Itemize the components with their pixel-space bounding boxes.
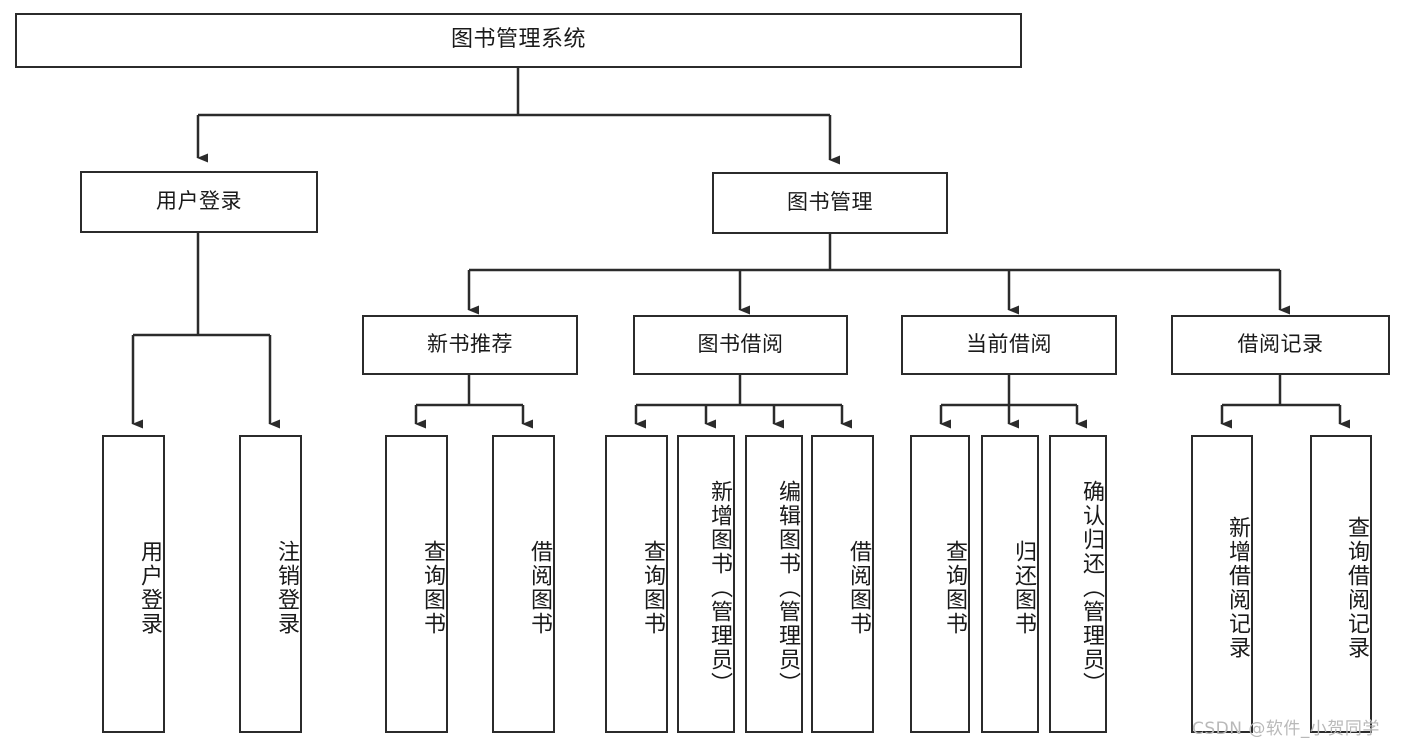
node-leaf-query-record[interactable]: 查询借阅记录 [1310,435,1372,733]
node-leaf-borrow-book-2-label: 借阅图书 [846,540,871,636]
node-leaf-edit-book[interactable]: 编辑图书（管理员） [745,435,803,733]
node-leaf-borrow-book-1[interactable]: 借阅图书 [492,435,555,733]
node-leaf-borrow-book-1-label: 借阅图书 [527,540,552,636]
node-book-manage[interactable]: 图书管理 [712,172,948,234]
node-current-borrow-label: 当前借阅 [966,332,1052,357]
node-new-book-rec[interactable]: 新书推荐 [362,315,578,375]
node-user-login[interactable]: 用户登录 [80,171,318,233]
node-root-label: 图书管理系统 [450,27,586,53]
node-book-borrow[interactable]: 图书借阅 [633,315,848,375]
node-leaf-user-login-label: 用户登录 [137,540,162,636]
node-leaf-query-book-1-label: 查询图书 [420,540,445,636]
node-leaf-borrow-book-2[interactable]: 借阅图书 [811,435,874,733]
node-leaf-add-book-label: 新增图书（管理员） [707,480,732,696]
node-leaf-add-book[interactable]: 新增图书（管理员） [677,435,735,733]
node-leaf-logout-label: 注销登录 [274,540,299,636]
node-leaf-query-book-3[interactable]: 查询图书 [910,435,970,733]
node-book-borrow-label: 图书借阅 [697,332,784,357]
node-borrow-record-label: 借阅记录 [1237,332,1324,357]
node-leaf-user-login[interactable]: 用户登录 [102,435,165,733]
csdn-watermark: CSDN @软件_小贺同学 [1192,719,1380,739]
node-book-manage-label: 图书管理 [787,190,873,215]
node-current-borrow[interactable]: 当前借阅 [901,315,1117,375]
node-leaf-add-record-label: 新增借阅记录 [1225,516,1250,660]
node-leaf-query-book-3-label: 查询图书 [942,540,967,636]
node-leaf-query-book-2-label: 查询图书 [640,540,665,636]
node-root[interactable]: 图书管理系统 [15,13,1022,68]
node-leaf-add-record[interactable]: 新增借阅记录 [1191,435,1253,733]
node-leaf-confirm-return-label: 确认归还（管理员） [1079,480,1104,696]
node-leaf-query-book-2[interactable]: 查询图书 [605,435,668,733]
node-leaf-logout[interactable]: 注销登录 [239,435,302,733]
node-new-book-rec-label: 新书推荐 [427,332,513,357]
node-leaf-edit-book-label: 编辑图书（管理员） [775,480,800,696]
node-borrow-record[interactable]: 借阅记录 [1171,315,1390,375]
node-leaf-query-book-1[interactable]: 查询图书 [385,435,448,733]
node-user-login-label: 用户登录 [156,189,242,214]
node-leaf-query-record-label: 查询借阅记录 [1344,516,1369,660]
node-leaf-confirm-return[interactable]: 确认归还（管理员） [1049,435,1107,733]
node-leaf-return-book-label: 归还图书 [1011,540,1036,636]
node-leaf-return-book[interactable]: 归还图书 [981,435,1039,733]
